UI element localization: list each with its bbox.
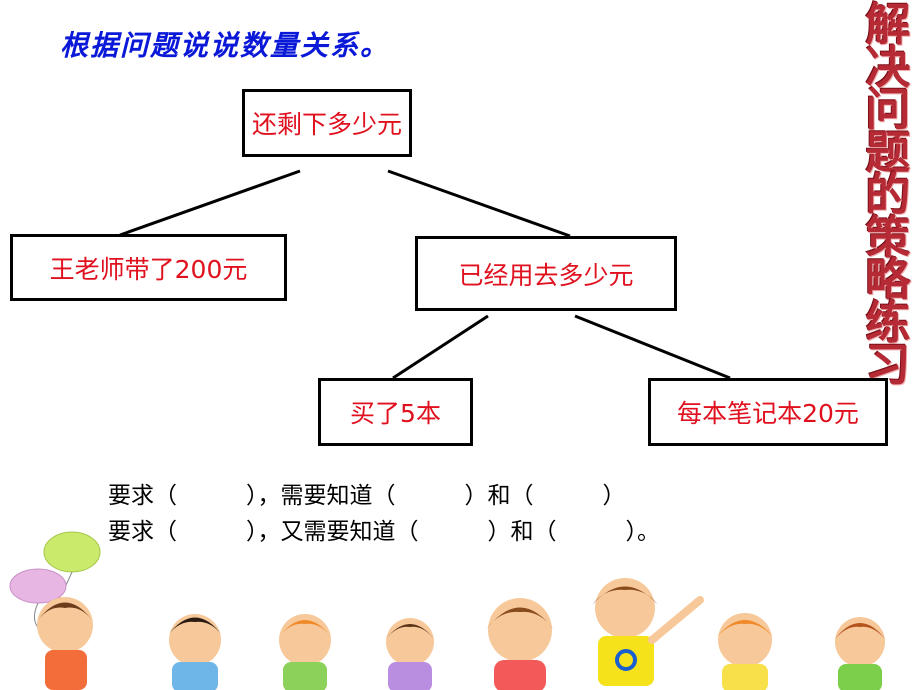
child-figure — [278, 614, 332, 690]
child-figure — [486, 598, 554, 690]
left-box: 王老师带了200元 — [10, 234, 287, 301]
connector-line — [119, 169, 301, 237]
requirement-line-1: 要求（ ），需要知道（ ）和（ ） — [108, 483, 626, 509]
middle-box: 已经用去多少元 — [415, 236, 677, 311]
children-illustration — [9, 531, 886, 690]
child-figure — [37, 597, 93, 690]
title-char: 策 — [865, 210, 911, 264]
connector-line — [392, 314, 489, 380]
title-char: 决 — [865, 40, 911, 94]
title-char: 题 — [865, 125, 911, 179]
requirement-line-2: 要求（ ），又需要知道（ ）和（ ）。 — [108, 519, 660, 545]
title-char: 练 — [865, 295, 911, 349]
left-text: 王老师带了200元 — [49, 254, 248, 284]
child-figure — [385, 618, 435, 690]
title-char: 解 — [865, 0, 911, 51]
child-figure — [716, 613, 774, 690]
middle-text: 已经用去多少元 — [458, 260, 634, 290]
title-char: 问 — [865, 83, 911, 136]
child-figure — [834, 617, 886, 690]
root-text: 还剩下多少元 — [251, 110, 402, 139]
leaf-left-text: 买了5本 — [350, 399, 441, 428]
child-figure — [168, 614, 222, 690]
root-box: 还剩下多少元 — [242, 89, 412, 157]
connector-line — [574, 314, 731, 380]
leaf-right-text: 每本笔记本20元 — [677, 399, 859, 428]
connector-line — [387, 169, 571, 238]
child-figure — [592, 578, 704, 686]
title-char: 略 — [865, 253, 911, 306]
leaf-right-box: 每本笔记本20元 — [648, 378, 888, 446]
page-heading: 根据问题说说数量关系。 — [60, 29, 391, 62]
title-char: 的 — [865, 168, 911, 221]
leaf-left-box: 买了5本 — [318, 378, 473, 446]
